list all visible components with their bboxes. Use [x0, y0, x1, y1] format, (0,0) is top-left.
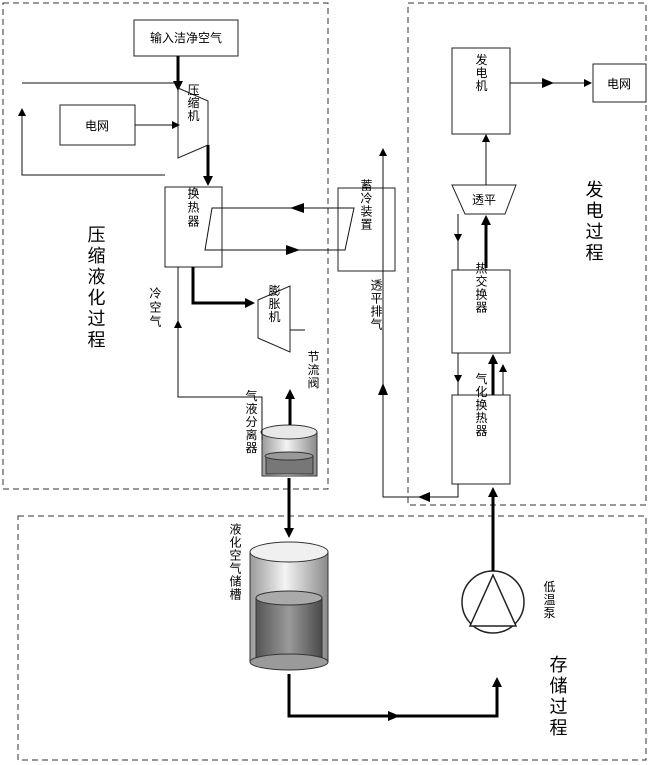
hx-gas-label: 气化换热器	[474, 371, 488, 437]
tank-top	[249, 541, 329, 563]
generator-label: 发电机	[474, 52, 488, 92]
generator-to-grid-arrow	[542, 78, 554, 88]
power-region-label: 发电过程	[583, 180, 604, 264]
grid-right-box	[592, 63, 647, 103]
tank-to-pump-line	[287, 674, 502, 718]
storage-region	[17, 515, 647, 761]
expander-label: 膨胀机	[267, 284, 281, 323]
grid-left-label: 电网	[85, 119, 109, 133]
cold-storage-label: 蓄冷装置	[359, 179, 373, 231]
compression-region-label: 压缩液化过程	[85, 225, 106, 351]
expander-shape	[257, 285, 291, 353]
recycle-line-up	[18, 108, 165, 176]
separator-liquid-surface	[264, 451, 314, 461]
cold-loop-line	[204, 207, 355, 251]
separator-top	[260, 424, 318, 440]
hx-to-expander-line	[191, 267, 255, 308]
input-air-box	[133, 19, 239, 57]
exhaust-label: 透平排气	[369, 279, 383, 331]
heat-exchanger-label: 换热器	[186, 187, 200, 229]
cold-loop-arrow-right	[286, 245, 300, 255]
cold-air-label: 冷空气	[148, 287, 162, 329]
storage-flow-arrow	[388, 711, 400, 721]
hx-heat-label: 热交换器	[474, 262, 488, 314]
tank-label: 液化空气储槽	[228, 522, 242, 601]
pump-label: 低温泵	[542, 580, 556, 619]
tank-liquid	[255, 597, 323, 663]
cold-storage-box	[337, 187, 396, 272]
compressor-label: 压缩机	[186, 84, 200, 123]
storage-region-label: 存储过程	[547, 655, 568, 739]
throttle-valve-label: 节流阀	[306, 350, 320, 389]
exhaust-bottom-arrow	[418, 492, 430, 502]
compression-region	[2, 2, 329, 490]
pump-triangle	[468, 573, 518, 627]
exhaust-mid-arrow	[378, 383, 388, 395]
cold-air-return-line	[174, 320, 263, 440]
tank-bottom	[249, 653, 329, 671]
cold-loop-arrow-left	[290, 203, 304, 213]
recycle-line-top	[22, 82, 179, 90]
grid-right-label: 电网	[607, 77, 631, 91]
hx-gas-box	[451, 394, 511, 485]
tank-liquid-surface	[255, 590, 323, 606]
turbine-label: 透平	[472, 193, 496, 207]
turbine-shape	[451, 184, 517, 215]
input-air-label: 输入洁净空气	[150, 30, 222, 45]
grid-left-box	[59, 104, 136, 146]
generator-box	[451, 47, 511, 135]
separator-label: 气液分离器	[244, 388, 258, 454]
hx-heat-box	[451, 269, 511, 354]
